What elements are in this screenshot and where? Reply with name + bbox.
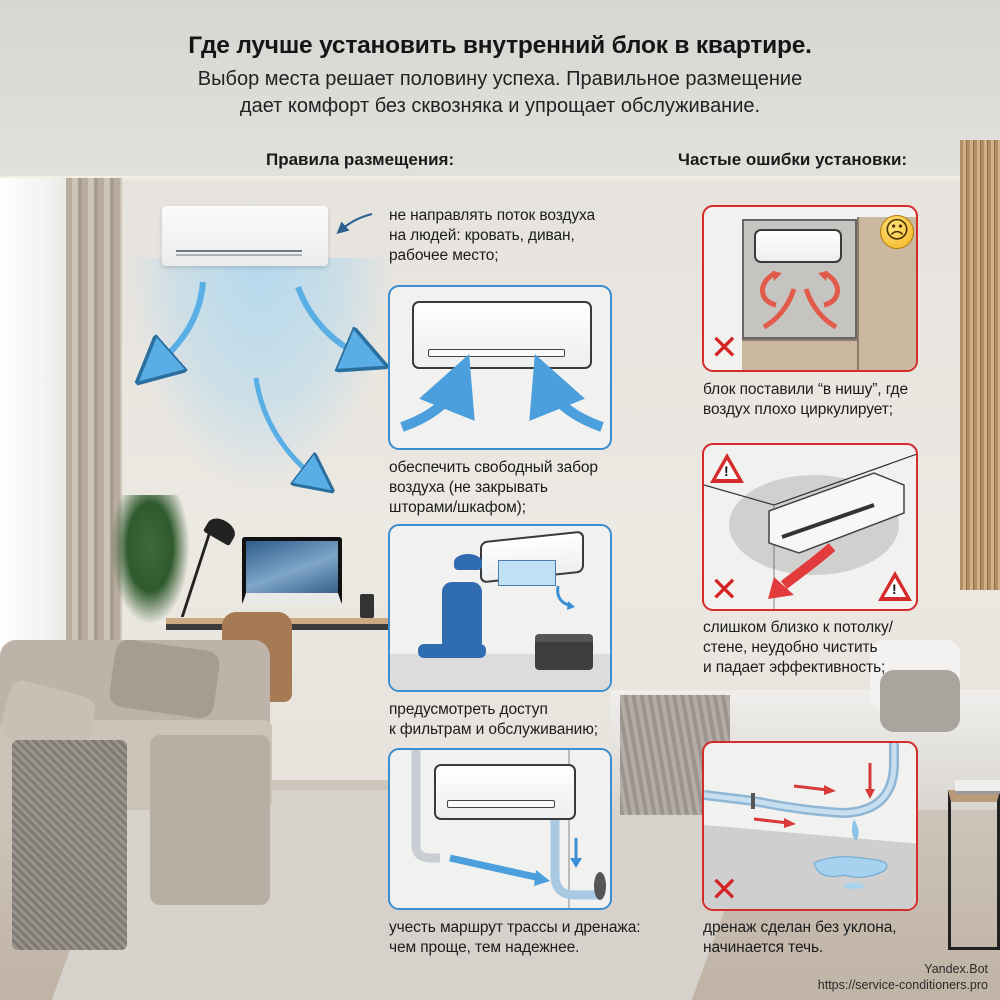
- cold-airflow: [130, 258, 390, 488]
- technician-icon: [442, 582, 482, 652]
- error-x-icon: ✕: [710, 571, 739, 609]
- mistake-card-niche: ☹ ✕: [702, 205, 918, 372]
- remove-filter-arrow-icon: [556, 585, 575, 610]
- subtitle-line: Выбор места решает половину успеха. Прав…: [197, 68, 803, 90]
- rule-card-service-access: [388, 524, 612, 692]
- warning-icon: !: [710, 453, 744, 483]
- subtitle-line: дает комфорт без сквозняка и упрощает об…: [239, 95, 761, 117]
- wood-slat-panel: [960, 140, 1000, 590]
- window: [0, 178, 68, 698]
- mistake-card-too-close: ! ! ✕: [702, 443, 918, 611]
- watermark-bot: Yandex.Bot: [924, 962, 988, 976]
- toolbox-icon: [535, 634, 593, 670]
- rule-caption-3: предусмотреть доступ к фильтрам и обслуж…: [389, 701, 598, 738]
- air-conditioner-icon: [434, 764, 576, 820]
- mistake-card-drain-leak: ✕: [702, 741, 918, 911]
- bed-pillow: [880, 670, 960, 732]
- error-x-icon: ✕: [710, 329, 739, 367]
- sad-face-icon: ☹: [880, 215, 914, 249]
- mistake-caption-2: слишком близко к потолку/ стене, неудобн…: [703, 619, 893, 676]
- knit-throw: [12, 740, 127, 950]
- watermark-url: https://service-conditioners.pro: [817, 978, 988, 992]
- pencil-cup: [360, 594, 374, 618]
- wall-corner: [568, 750, 570, 908]
- books: [955, 780, 1000, 794]
- mistake-caption-3: дренаж сделан без уклона, начинается теч…: [703, 919, 897, 956]
- side-table: [948, 790, 1000, 950]
- rule-card-air-intake: [388, 285, 612, 450]
- warning-icon: !: [878, 571, 912, 601]
- cabinet-drawer: [742, 339, 857, 370]
- ceiling-band: [0, 0, 1000, 178]
- rule-card-drain-route: [388, 748, 612, 910]
- error-x-icon: ✕: [710, 871, 739, 909]
- monitor-icon: [242, 537, 342, 605]
- too-close-to-ceiling-icon: [704, 453, 916, 609]
- page-subtitle: Выбор места решает половину успеха. Прав…: [0, 66, 1000, 120]
- air-conditioner-icon: [754, 229, 842, 263]
- mistake-caption-1: блок поставили “в нишу”, где воздух плох…: [703, 381, 909, 418]
- page-title: Где лучше установить внутренний блок в к…: [188, 32, 812, 59]
- plant-icon: [110, 495, 190, 625]
- rule-caption-2: обеспечить свободный забор воздуха (не з…: [389, 459, 598, 516]
- air-conditioner-unit: [162, 206, 328, 266]
- ceiling-light-strip: [0, 176, 1000, 182]
- air-intake-arrows-icon: [400, 354, 604, 432]
- sofa-arm: [150, 735, 270, 905]
- niche-recirculation-icon: [760, 270, 840, 330]
- technician-legs: [418, 644, 486, 658]
- rules-heading: Правила размещения:: [266, 150, 455, 169]
- filter-icon: [498, 560, 556, 586]
- rule-caption-1: не направлять поток воздуха на людей: кр…: [389, 207, 595, 264]
- drain-pipe-route-icon: [411, 750, 606, 900]
- mistakes-heading: Частые ошибки установки:: [678, 150, 908, 169]
- rule-caption-4: учесть маршрут трассы и дренажа: чем про…: [389, 919, 641, 956]
- drain-leak-icon: [704, 743, 899, 889]
- technician-cap-icon: [454, 554, 482, 570]
- ac-vent: [176, 250, 302, 256]
- sofa-pillow: [107, 638, 222, 720]
